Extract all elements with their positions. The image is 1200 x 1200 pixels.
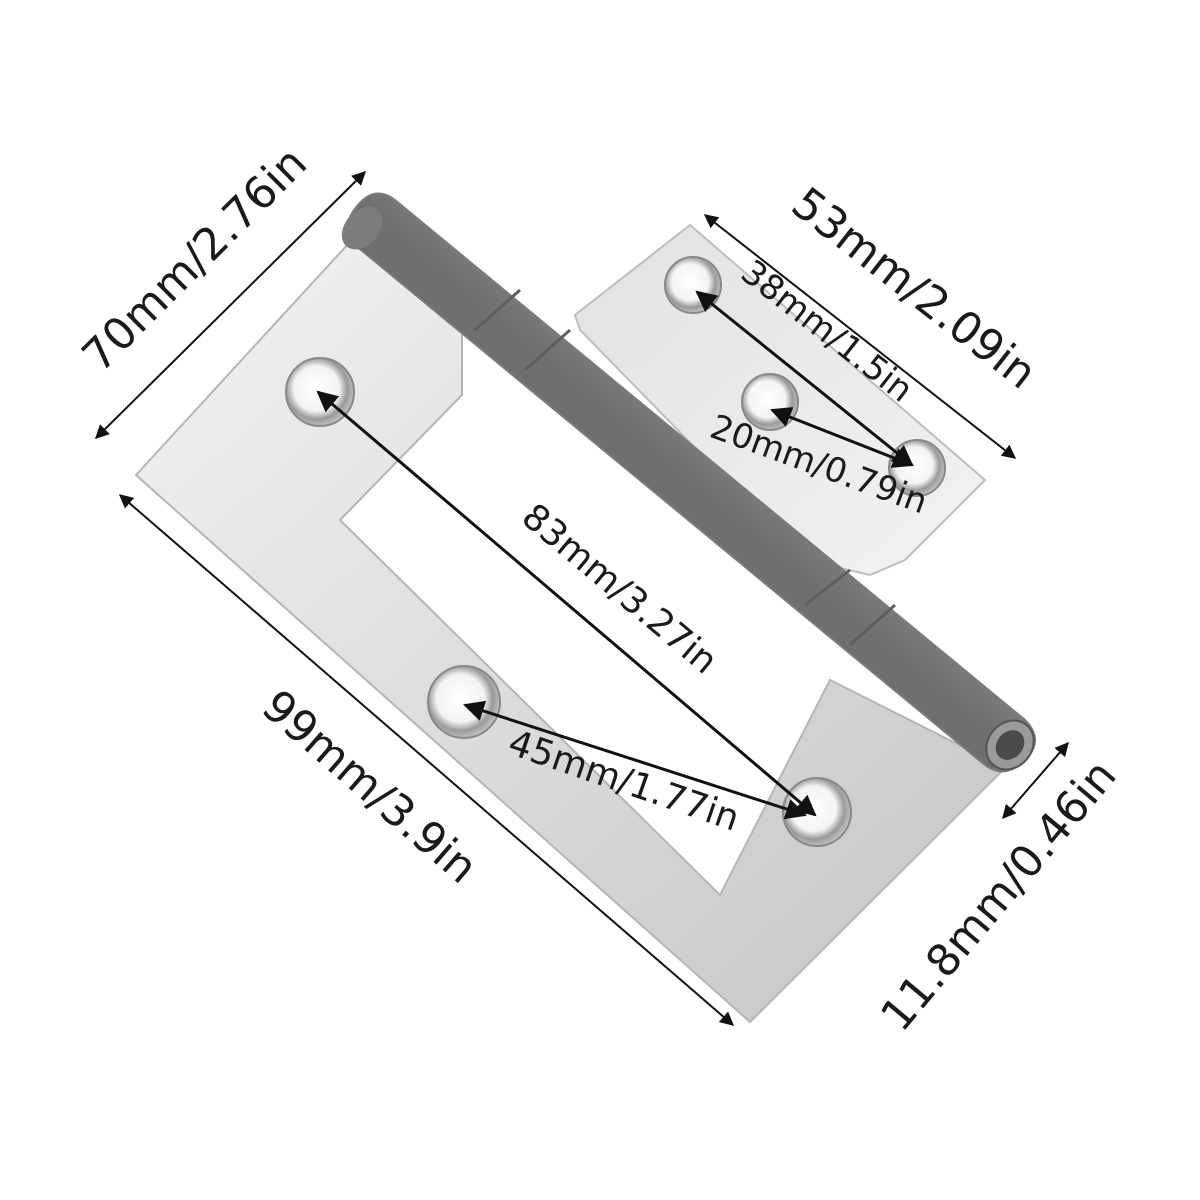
dim-line-length: [118, 494, 735, 1026]
knuckle-line-1: [474, 288, 521, 332]
knuckle-line-2: [524, 328, 571, 372]
knuckle-line-4: [849, 603, 896, 647]
dim-line-height: [95, 171, 366, 439]
dim-line-thickness: [1002, 741, 1069, 820]
screw-hole-large-mid: [427, 665, 501, 739]
